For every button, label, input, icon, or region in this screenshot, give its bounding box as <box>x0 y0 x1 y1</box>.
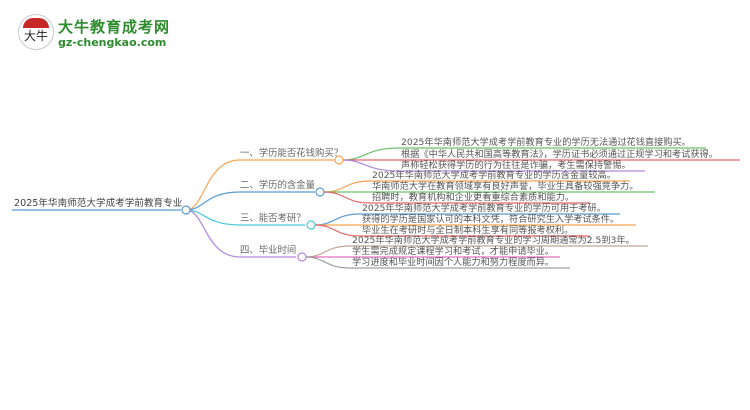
branch-2-dot <box>315 187 325 197</box>
connector-branch-3 <box>185 209 305 226</box>
site-logo[interactable]: 大牛 大牛教育成考网 gz-chengkao.com <box>18 14 198 54</box>
leaf-4-3[interactable]: 学习进度和毕业时间因个人能力和努力程度而异。 <box>352 257 555 268</box>
leaf-4-1[interactable]: 2025年华南师范大学成考学前教育专业的学习周期通常为2.5到3年。 <box>352 235 635 246</box>
branch-4-dot <box>297 252 307 262</box>
branch-2-label[interactable]: 二、学历的含金量 <box>240 180 316 191</box>
logo-title: 大牛教育成考网 <box>58 18 171 36</box>
connector-branch-4 <box>185 209 296 258</box>
leaf-3-3[interactable]: 毕业生在考研时与全日制本科生享有同等报考权利。 <box>362 225 574 236</box>
logo-url: gz-chengkao.com <box>58 36 167 49</box>
leaf-3-2[interactable]: 获得的学历是国家认可的本科文凭，符合研究生入学考试条件。 <box>362 214 620 225</box>
mindmap-root[interactable]: 2025年华南师范大学成考学前教育专业 <box>14 198 183 209</box>
root-node-dot <box>181 205 191 215</box>
branch-1-label[interactable]: 一、学历能否花钱购买？ <box>240 148 344 159</box>
leaf-1-2[interactable]: 根据《中华人民共和国高等教育法》，学历证书必须通过正规学习和考试获得。 <box>401 149 718 160</box>
connector-branch-1 <box>185 159 335 211</box>
branch-1-dot <box>334 155 344 165</box>
leaf-4-2[interactable]: 学生需完成规定课程学习和考试，才能申请毕业。 <box>352 246 555 257</box>
leaf-2-2[interactable]: 华南师范大学在教育领域享有良好声誉，毕业生具备较强竞争力。 <box>372 181 639 192</box>
leaf-3-1[interactable]: 2025年华南师范大学成考学前教育专业的学历可用于考研。 <box>362 203 606 214</box>
branch-4-label[interactable]: 四、毕业时间 <box>240 245 297 256</box>
leaf-2-3[interactable]: 招聘时，教育机构和企业更看重综合素质和能力。 <box>372 192 575 203</box>
leaf-1-1[interactable]: 2025年华南师范大学成考学前教育专业的学历无法通过花钱直接购买。 <box>401 137 691 148</box>
logo-mark-icon: 大牛 <box>18 14 54 50</box>
branch-3-dot <box>306 220 316 230</box>
connector-branch-2 <box>185 191 315 211</box>
leaf-2-1[interactable]: 2025年华南师范大学成考学前教育专业的学历含金量较高。 <box>372 170 616 181</box>
logo-cap-shape <box>23 18 49 28</box>
logo-glyph: 大牛 <box>24 29 49 43</box>
leaf-1-3[interactable]: 声称轻松获得学历的行为往往是诈骗，考生需保持警惕。 <box>401 160 631 171</box>
branch-3-label[interactable]: 三、能否考研？ <box>240 213 306 224</box>
